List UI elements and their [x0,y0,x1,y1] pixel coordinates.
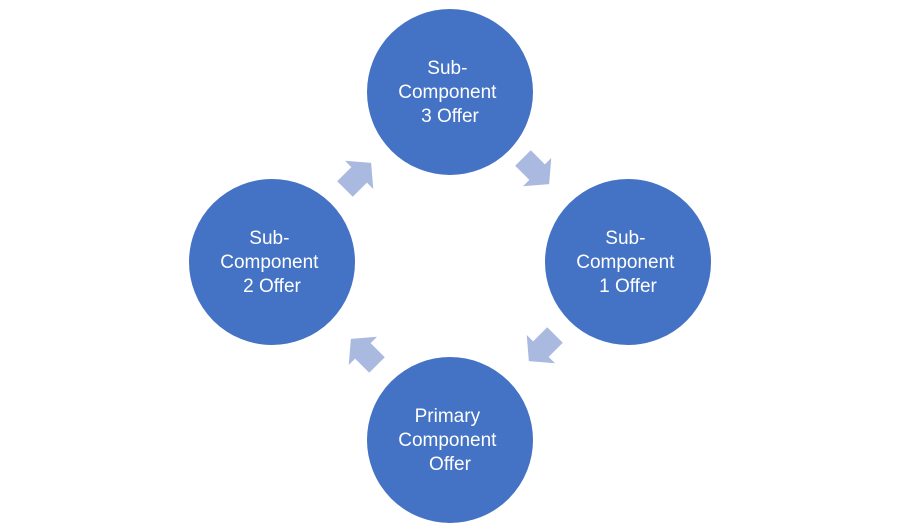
node-circle [543,177,713,347]
node-label: Sub- Component 1 Offer [576,228,680,297]
node-circle [365,7,535,177]
arrow-primary-to-sub2 [348,336,385,373]
arrow-sub1-to-primary [526,327,563,364]
node-sub-component-3: Sub- Component 3 Offer [365,7,535,177]
node-label: Sub- Component 3 Offer [398,58,502,127]
node-label: Sub- Component 2 Offer [220,228,324,297]
node-circle [365,355,535,525]
arrow-sub2-to-sub3 [337,160,374,197]
node-primary-component: Primary Component Offer [365,355,535,525]
arrow-sub3-to-sub1 [515,150,552,187]
node-sub-component-2: Sub- Component 2 Offer [187,177,357,347]
node-sub-component-1: Sub- Component 1 Offer [543,177,713,347]
node-circle [187,177,357,347]
node-label: Primary Component Offer [398,406,502,475]
